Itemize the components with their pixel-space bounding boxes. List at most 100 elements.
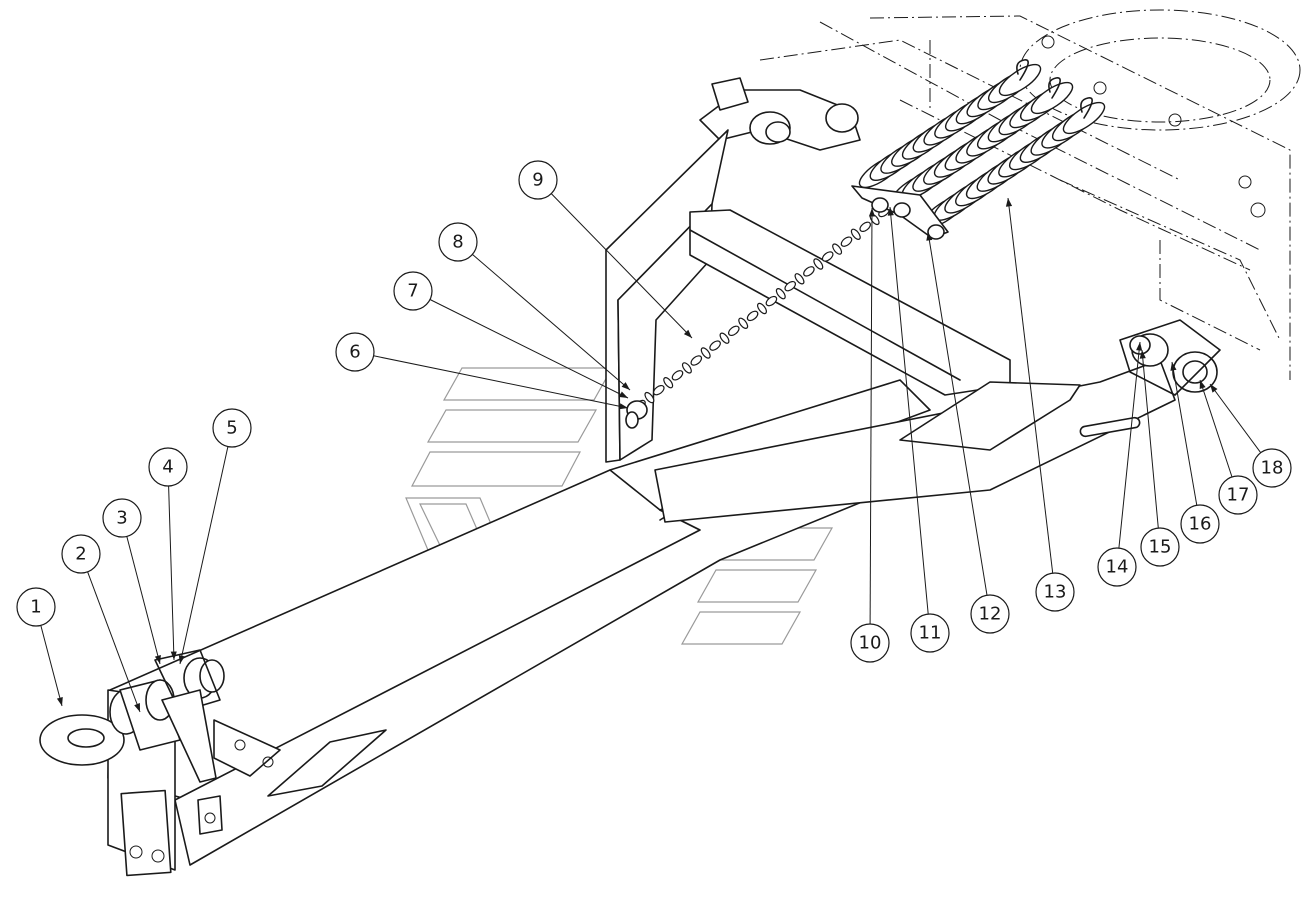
leader-arrowhead <box>683 329 692 338</box>
leader-line <box>1141 349 1159 529</box>
callout-14: 14 <box>1097 341 1143 587</box>
callout-number: 6 <box>349 342 360 363</box>
callout-circle <box>970 594 1010 634</box>
leader-line <box>472 254 631 391</box>
callout-circle <box>910 613 950 653</box>
chain-link <box>719 332 730 344</box>
leader-line <box>1118 341 1141 549</box>
leader-arrowhead <box>1136 342 1143 351</box>
callout-circle <box>438 222 478 262</box>
spring-hook <box>1048 77 1061 99</box>
callout-1: 1 <box>16 587 63 707</box>
leader-arrowhead <box>926 232 933 241</box>
callout-circle <box>1097 547 1137 587</box>
callout-number: 16 <box>1189 514 1212 535</box>
leader-arrowhead <box>1139 350 1146 359</box>
callout-circle <box>61 534 101 574</box>
callout-13: 13 <box>1005 197 1075 612</box>
leader-line <box>126 536 161 665</box>
callout-number: 15 <box>1149 537 1172 558</box>
callout-circle <box>850 623 890 663</box>
chain-link <box>813 258 824 270</box>
callout-number: 1 <box>30 597 41 618</box>
gusset-plate <box>605 129 729 463</box>
callout-number: 8 <box>452 232 463 253</box>
chain-link <box>663 377 674 389</box>
callout-number: 3 <box>116 508 127 529</box>
leader-arrowhead <box>1210 384 1218 393</box>
callout-18: 18 <box>1209 383 1292 488</box>
slotted-strut <box>654 359 1176 523</box>
callout-circle <box>212 408 252 448</box>
leader-line <box>1199 379 1233 478</box>
chain-link <box>728 325 740 337</box>
chain-link <box>700 347 711 359</box>
callout-6: 6 <box>335 332 629 410</box>
leader-line <box>179 446 229 665</box>
chain-link <box>832 243 843 255</box>
chain-link <box>784 280 796 292</box>
safety-chain <box>634 206 890 411</box>
leader-line <box>373 355 629 409</box>
callout-number: 13 <box>1044 582 1067 603</box>
leader-line <box>927 231 988 596</box>
chain-link <box>840 236 853 247</box>
coil-spring <box>858 59 1042 189</box>
callout-8: 8 <box>438 222 631 391</box>
callout-number: 12 <box>979 604 1002 625</box>
leader-arrowhead <box>134 703 140 712</box>
callout-circle <box>1140 527 1180 567</box>
chain-link <box>681 362 692 374</box>
callout-circle <box>335 332 375 372</box>
callout-5: 5 <box>178 408 252 665</box>
callout-circle <box>1035 572 1075 612</box>
leader-arrowhead <box>1005 198 1013 207</box>
callout-9: 9 <box>518 160 693 339</box>
callout-number: 7 <box>407 281 418 302</box>
leader-line <box>1171 361 1198 506</box>
callout-number: 11 <box>919 623 942 644</box>
leader-line <box>550 193 693 339</box>
chain-link <box>821 251 834 262</box>
chain-link <box>653 384 665 396</box>
leader-line <box>168 485 175 661</box>
chain-link <box>794 273 805 285</box>
background-machine-frame <box>759 9 1301 380</box>
callout-number: 5 <box>226 418 237 439</box>
callout-circle <box>1180 504 1220 544</box>
chain-link <box>775 288 786 300</box>
chain-shackle <box>625 400 648 429</box>
callout-2: 2 <box>61 534 141 713</box>
leader-arrowhead <box>1199 380 1206 389</box>
callout-number: 2 <box>75 544 86 565</box>
upper-hinge-bracket <box>699 77 861 151</box>
right-pivot-joint <box>1119 319 1221 396</box>
leader-arrowhead <box>154 655 161 664</box>
callout-circle <box>518 160 558 200</box>
callout-number: 4 <box>162 457 173 478</box>
spring-hook <box>1016 59 1029 81</box>
leader-arrowhead <box>1170 362 1177 371</box>
leader-arrowhead <box>170 651 177 660</box>
leader-line <box>87 571 141 713</box>
spring-hook <box>1080 97 1093 119</box>
callout-12: 12 <box>926 231 1010 634</box>
callout-11: 11 <box>887 206 950 653</box>
leader-line <box>869 207 873 625</box>
callout-circle <box>102 498 142 538</box>
leader-arrowhead <box>621 382 630 390</box>
leader-arrowhead <box>619 403 628 410</box>
chain-link <box>746 310 759 322</box>
chain-link <box>671 370 684 381</box>
callout-circle <box>16 587 56 627</box>
leader-arrowhead <box>619 391 628 398</box>
callout-number: 9 <box>532 170 543 191</box>
chain-link <box>765 295 778 307</box>
chain-link <box>859 221 871 233</box>
callout-15: 15 <box>1139 349 1180 567</box>
callout-3: 3 <box>102 498 161 665</box>
leader-line <box>889 206 929 615</box>
chain-link <box>690 355 703 366</box>
